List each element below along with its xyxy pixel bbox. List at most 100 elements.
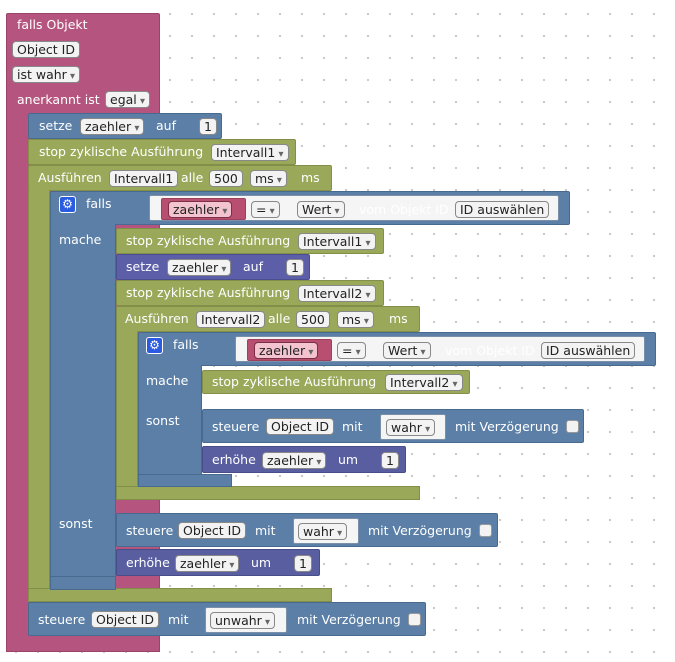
increment-value-field[interactable]: 1 [381,452,399,469]
run-suffix-label: ms [301,170,320,185]
if1-mache-label: mache [59,232,102,247]
run-interval-value[interactable]: 500 [296,311,330,328]
interval-block-2-foot [116,486,420,500]
if1-sonst-label: sonst [59,516,93,531]
if-else-block-2-arm [138,365,202,487]
increment-label: erhöhe [212,452,256,467]
interval-block-1-arm [28,190,50,600]
delay-checkbox[interactable] [408,613,421,626]
control-object-id-field[interactable]: Object ID [91,611,159,628]
object-vom-label: vom Objekt ID [359,202,449,217]
control-block-outer[interactable]: steuere Object ID mit unwahr mit Verzöge… [28,602,426,636]
stop-interval-dropdown[interactable]: Intervall2 [298,285,376,302]
run-unit-dropdown[interactable]: ms [337,311,374,328]
increment-block-inner[interactable]: erhöhe zaehler um 1 [202,446,406,473]
stop-interval-block-4[interactable]: stop zyklische Ausführung Intervall2 [202,370,470,394]
if-falls-label: falls [173,337,199,352]
if-else-block-1-foot [50,576,116,590]
increment-variable-dropdown[interactable]: zaehler [262,452,327,469]
stop-label: stop zyklische Ausführung [212,374,377,389]
stop-label: stop zyklische Ausführung [39,144,204,159]
set-label: setze [126,259,160,274]
set-variable-block-2[interactable]: setze zaehler auf 1 [116,254,310,280]
stop-interval-block-2[interactable]: stop zyklische Ausführung Intervall1 [116,228,384,254]
object-id-select[interactable]: ID auswählen [541,342,636,359]
object-id-select[interactable]: ID auswählen [455,201,550,218]
if-else-block-2-foot [138,474,232,487]
compare-variable-dropdown[interactable]: zaehler [168,201,233,218]
interval-block-1[interactable]: Ausführen Intervall1 alle 500 ms ms [28,165,332,191]
if-else-block-1[interactable]: ⚙ falls zaehler = Wert vom Objekt ID ID … [50,191,570,225]
stop-label: stop zyklische Ausführung [126,285,291,300]
increment-label: erhöhe [126,555,170,570]
run-every-label: alle [181,170,204,185]
control-block-mid[interactable]: steuere Object ID mit wahr mit Verzögeru… [116,513,498,547]
stop-interval-dropdown[interactable]: Intervall2 [385,374,463,391]
if2-sonst-label: sonst [146,413,180,428]
compare-operator-dropdown[interactable]: = [251,201,280,218]
control-label: steuere [38,612,86,627]
control-delay-label: mit Verzögerung [455,419,559,434]
run-unit-dropdown[interactable]: ms [250,170,287,187]
control-object-id-field[interactable]: Object ID [178,522,246,539]
set-variable-block-1[interactable]: setze zaehler auf 1 [28,113,222,139]
set-value-field[interactable]: 1 [286,259,304,276]
delay-checkbox[interactable] [479,524,492,537]
control-with-label: mit [255,523,276,538]
run-interval-name[interactable]: Intervall1 [109,170,179,187]
stop-interval-dropdown[interactable]: Intervall1 [298,233,376,250]
increment-variable-dropdown[interactable]: zaehler [175,555,240,572]
set-variable-dropdown[interactable]: zaehler [167,259,232,276]
control-delay-label: mit Verzögerung [297,612,401,627]
object-value-dropdown[interactable]: Wert [383,342,431,359]
stop-interval-dropdown[interactable]: Intervall1 [211,144,289,161]
control-delay-label: mit Verzögerung [368,523,472,538]
gear-icon[interactable]: ⚙ [59,196,76,213]
if-else-block-1-arm [50,224,116,590]
control-label: steuere [126,523,174,538]
event-block-bottom-arm [6,640,160,652]
compare-variable-dropdown[interactable]: zaehler [254,342,319,359]
event-ack-dropdown[interactable]: egal [105,91,150,108]
control-value-dropdown[interactable]: wahr [298,523,348,540]
increment-value-field[interactable]: 1 [294,555,312,572]
event-object-id-field[interactable]: Object ID [12,41,80,58]
stop-interval-block-1[interactable]: stop zyklische Ausführung Intervall1 [28,139,296,165]
set-variable-dropdown[interactable]: zaehler [80,118,145,135]
set-to-label: auf [243,259,263,274]
object-vom-label: vom Objekt ID [445,343,535,358]
increment-by-label: um [338,452,359,467]
set-value-field[interactable]: 1 [199,118,217,135]
run-interval-name[interactable]: Intervall2 [196,311,266,328]
increment-block-mid[interactable]: erhöhe zaehler um 1 [116,549,320,576]
event-ack-label: anerkannt ist [17,92,100,107]
event-header-label: falls Objekt [17,17,88,32]
compare-variable-block[interactable]: zaehler [247,339,332,361]
run-interval-value[interactable]: 500 [209,170,243,187]
control-object-id-field[interactable]: Object ID [266,418,334,435]
stop-label: stop zyklische Ausführung [126,233,291,248]
run-label: Ausführen [38,170,102,185]
compare-variable-block[interactable]: zaehler [161,198,246,220]
control-label: steuere [212,419,260,434]
object-value-dropdown[interactable]: Wert [297,201,345,218]
run-every-label: alle [268,311,291,326]
event-condition-dropdown[interactable]: ist wahr [12,66,81,83]
increment-by-label: um [251,555,272,570]
gear-icon[interactable]: ⚙ [146,337,163,354]
interval-block-1-foot [28,588,332,602]
control-block-inner[interactable]: steuere Object ID mit wahr mit Verzögeru… [202,409,584,443]
interval-block-2-arm [116,331,138,499]
interval-block-2[interactable]: Ausführen Intervall2 alle 500 ms ms [116,306,420,332]
delay-checkbox[interactable] [566,420,579,433]
run-label: Ausführen [125,311,189,326]
if2-mache-label: mache [146,373,189,388]
compare-operator-dropdown[interactable]: = [337,342,366,359]
if-falls-label: falls [86,196,112,211]
control-value-dropdown[interactable]: wahr [386,419,436,436]
stop-interval-block-3[interactable]: stop zyklische Ausführung Intervall2 [116,280,384,306]
control-value-dropdown[interactable]: unwahr [210,612,275,629]
control-with-label: mit [342,419,363,434]
if-else-block-2[interactable]: ⚙ falls zaehler = Wert vom Objekt ID ID … [138,332,656,366]
set-label: setze [39,118,73,133]
